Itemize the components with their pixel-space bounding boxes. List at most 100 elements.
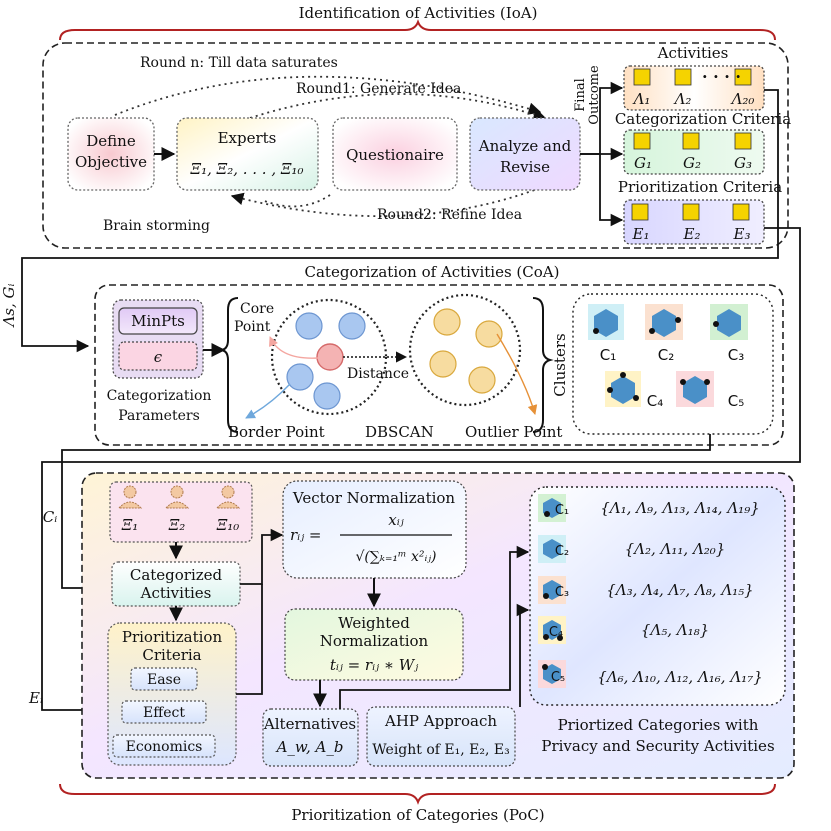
- cluster-point: [286, 363, 314, 391]
- poc-prioritization-line1: Prioritization: [122, 628, 223, 646]
- prioritized-caption-line1: Priortized Categories with: [558, 716, 759, 734]
- cluster-c5: [676, 371, 714, 407]
- dbscan-outlier-region: [408, 293, 522, 407]
- questionnaire-label: Questionaire: [346, 146, 444, 164]
- poc-expert-1: Ξ₁: [121, 516, 139, 534]
- ioa-section-title: Identification of Activities (IoA): [299, 4, 538, 22]
- round2-arc-q: [261, 194, 331, 208]
- outlier-cluster-point: [468, 366, 496, 394]
- weighted-line1: Weighted: [338, 614, 410, 632]
- cluster-icon: [594, 309, 618, 337]
- outlier-cluster-point: [433, 308, 461, 336]
- poc-section-title: Prioritization of Categories (PoC): [291, 806, 544, 824]
- prioritized-set-2: {Λ₂, Λ₁₁, Λ₂₀}: [625, 540, 726, 558]
- arrow-to-prioritization: [599, 154, 624, 227]
- cluster-c4-label: C₄: [647, 392, 664, 410]
- document-icon: [682, 132, 700, 150]
- activities-dots: · · · ·: [702, 67, 741, 86]
- minpts-label: MinPts: [131, 312, 185, 330]
- prioritization-criteria-title: Prioritization Criteria: [618, 178, 782, 196]
- core-point-pointer: [269, 336, 319, 359]
- minpts-box: [118, 307, 198, 335]
- core-point-line1: Core: [240, 301, 274, 317]
- analyze-line2: Revise: [500, 158, 550, 176]
- ioa-brace: [59, 19, 776, 41]
- categorization-criteria-box: [623, 129, 765, 175]
- vector-formula-numerator: xᵢⱼ: [388, 511, 403, 529]
- poc-prioritization-line2: Criteria: [142, 646, 201, 664]
- connector-clusters-to-poc: [61, 434, 711, 595]
- cluster-c3-label: C₃: [728, 346, 745, 364]
- categorization-item-3: G₃: [734, 154, 752, 172]
- document-icon: [631, 203, 649, 221]
- cluster-c5-label: C₅: [728, 392, 745, 410]
- document-icon: [633, 132, 651, 150]
- ease-label: Ease: [147, 672, 181, 688]
- prioritization-criteria-box: [623, 199, 765, 245]
- experts-list: Ξ₁, Ξ₂, . . . , Ξ₁₀: [190, 160, 304, 178]
- cluster-icon: [543, 539, 561, 559]
- experts-box: [176, 117, 319, 191]
- activities-box: [623, 65, 765, 111]
- activity-item-20: Λ₂₀: [730, 90, 755, 108]
- ioa-container: [42, 42, 789, 249]
- prioritized-cluster-label: C₁: [555, 503, 569, 518]
- connector-activities-to-coa: [21, 89, 779, 353]
- outlier-cluster-point: [475, 320, 503, 348]
- prioritized-caption-line2: Privacy and Security Activities: [541, 737, 774, 755]
- effect-label: Effect: [143, 705, 185, 721]
- alternatives-box: [262, 708, 359, 767]
- ahp-weight: Weight of E₁, E₂, E₃: [372, 742, 509, 758]
- poc-expert-10: Ξ₁₀: [216, 516, 240, 534]
- document-icon: [674, 68, 692, 86]
- clusters-brace: [532, 297, 554, 433]
- dbscan-core-region: [270, 298, 388, 416]
- cluster-c1-label: C₁: [600, 346, 617, 364]
- dbscan-label: DBSCAN: [365, 423, 434, 441]
- outlier-pointer: [496, 333, 538, 415]
- round2-arc: [230, 187, 541, 218]
- cluster-icon: [717, 309, 741, 337]
- cluster-c3: [710, 304, 748, 340]
- ci-label: Cᵢ: [43, 508, 58, 526]
- economics-box: [112, 734, 216, 758]
- vector-formula-lhs: rᵢⱼ =: [290, 526, 322, 544]
- round1-label: Round1: Generate Idea: [296, 81, 461, 97]
- document-icon: [734, 132, 752, 150]
- cluster-c1: [588, 304, 624, 340]
- activity-item-1: Λ₁: [632, 90, 651, 108]
- define-objective-box: [67, 117, 155, 191]
- arrow-categorized-to-vector: [240, 528, 284, 585]
- prioritized-set-5: {Λ₆, Λ₁₀, Λ₁₂, Λ₁₆, Λ₁₇}: [597, 668, 763, 686]
- document-icon: [734, 68, 752, 86]
- cluster-point: [313, 382, 341, 410]
- ahp-title: AHP Approach: [384, 712, 497, 730]
- border-point-label: Border Point: [228, 423, 325, 441]
- outlier-cluster-point: [429, 350, 457, 378]
- effect-box: [121, 700, 207, 724]
- alternatives-title: Alternatives: [263, 715, 356, 733]
- core-point-line2: Point: [234, 319, 271, 335]
- define-objective-line2: Objective: [75, 153, 147, 171]
- weighted-normalization-box: [284, 608, 464, 681]
- final-outcome-line2: Outcome: [587, 65, 602, 125]
- categorization-parameters-line2: Parameters: [118, 408, 200, 424]
- weighted-line2: Normalization: [320, 632, 429, 650]
- ahp-box: [366, 706, 516, 767]
- outlier-point-label: Outlier Point: [465, 423, 562, 441]
- ease-box: [130, 667, 198, 691]
- categorization-criteria-title: Categorization Criteria: [615, 110, 791, 128]
- prioritized-set-3: {Λ₃, Λ₄, Λ₇, Λ₈, Λ₁₅}: [606, 581, 753, 599]
- vector-normalization-title: Vector Normalization: [292, 489, 456, 507]
- round1-arc: [249, 93, 547, 121]
- cluster-point: [295, 312, 323, 340]
- prioritized-row-5: C₅: [538, 660, 566, 688]
- ei-label: Eᵢ: [28, 689, 43, 707]
- analyze-line1: Analyze and: [478, 137, 572, 155]
- epsilon-label: ϵ: [154, 348, 163, 366]
- cluster-icon: [652, 309, 676, 337]
- cluster-c4: [605, 371, 641, 407]
- categorization-item-1: G₁: [634, 154, 652, 172]
- prioritized-cluster-label: C₂: [555, 544, 569, 559]
